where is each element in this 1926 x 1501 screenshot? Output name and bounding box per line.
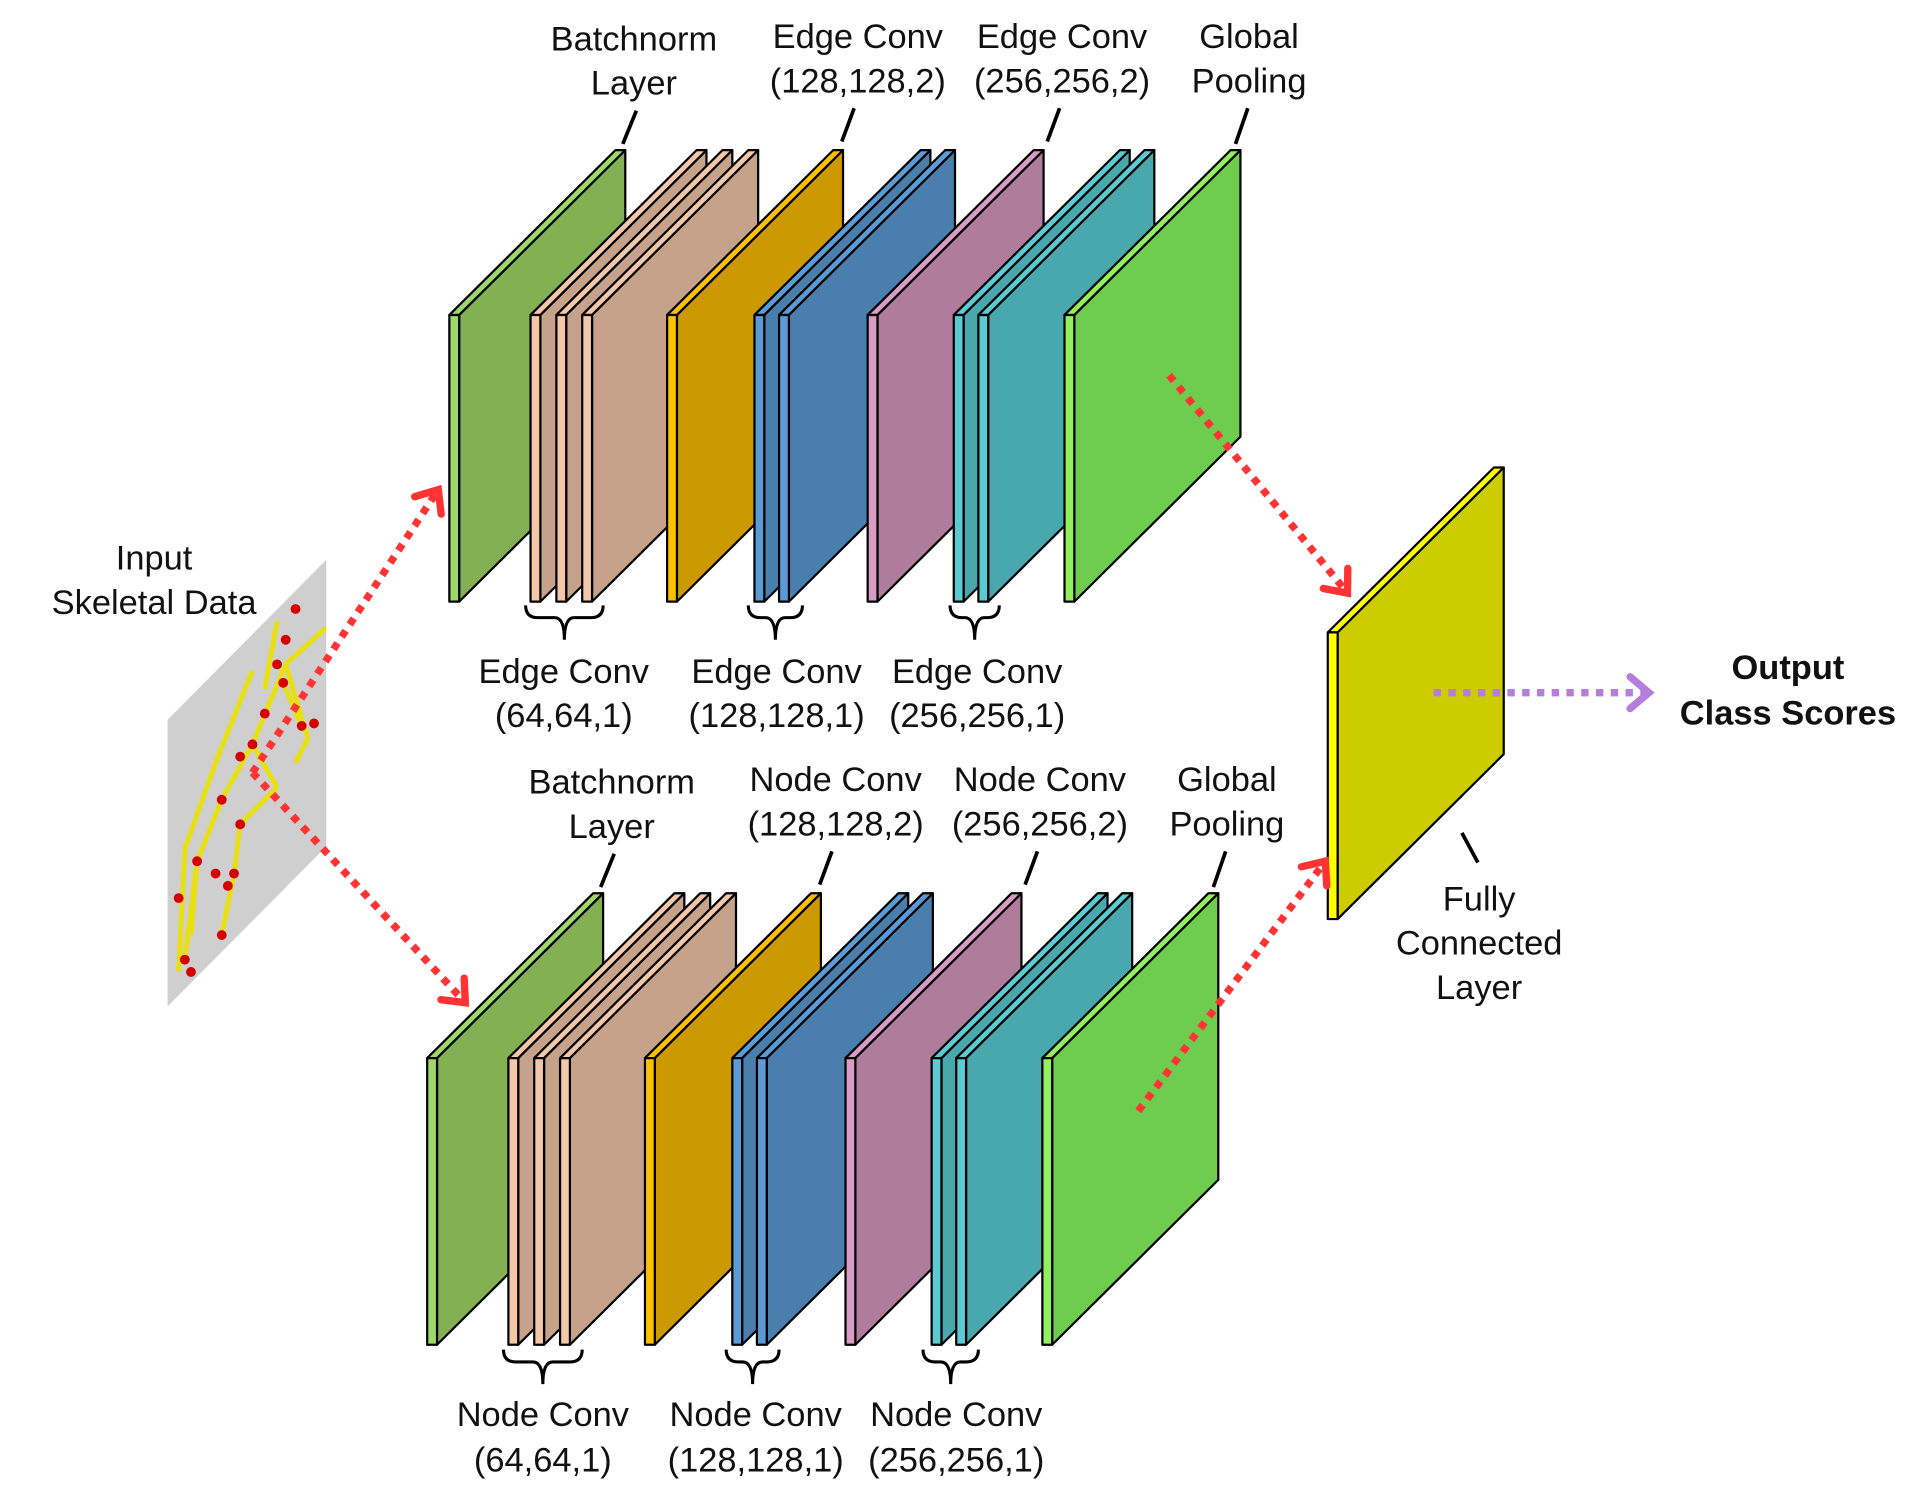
- skeleton-joint: [216, 930, 227, 940]
- node-conv64-label: Node Conv: [457, 1396, 630, 1434]
- brace: [921, 1349, 980, 1385]
- skeleton-bone: [188, 861, 200, 936]
- skeleton-bone: [250, 663, 288, 746]
- arrow-node-to-fc: [1135, 856, 1331, 1114]
- node-global-pooling-label-2: Pooling: [1169, 805, 1284, 843]
- output-label-line2: Class Scores: [1680, 695, 1896, 733]
- skeleton-joint: [216, 794, 227, 805]
- node-conv-branch: [426, 892, 1220, 1346]
- arrowhead-icon: [1297, 856, 1331, 890]
- skeleton-joint: [179, 954, 190, 965]
- node-batchnorm-label: Batchnorm: [528, 764, 695, 802]
- edge-batchnorm-label: Batchnorm: [551, 20, 718, 58]
- node-conv256-1-label: Node Conv: [870, 1396, 1043, 1434]
- node-conv256-1-params: (256,256,1): [868, 1441, 1044, 1479]
- skeleton-joint: [192, 856, 203, 867]
- skeleton-joint: [210, 868, 221, 879]
- fc-label-line3: Layer: [1436, 969, 1522, 1007]
- arrow-input-to-edge-branch: [249, 484, 445, 775]
- skeleton-bone: [194, 798, 225, 863]
- skeleton-joint: [173, 893, 184, 904]
- brace: [724, 1349, 781, 1385]
- skeleton-bone: [284, 625, 327, 667]
- skeleton-bone: [176, 848, 188, 973]
- input-skeleton-image: [167, 559, 327, 1007]
- skeleton-joint: [186, 967, 196, 977]
- node-batchnorm-label-2: Layer: [569, 808, 655, 846]
- fc-label-line2: Connected: [1396, 925, 1563, 963]
- skeleton-joint: [259, 708, 270, 719]
- output-label-line1: Output: [1732, 649, 1845, 687]
- edge-branch-bottom-labels: Edge Conv (64,64,1) Edge Conv (128,128,1…: [479, 653, 1066, 735]
- skeleton-joint: [235, 819, 246, 830]
- node-conv128-2-params: (128,128,2): [748, 805, 924, 843]
- grouping-braces: [501, 605, 1001, 1385]
- skeleton-bone: [262, 620, 280, 690]
- edge-conv128-2-params: (128,128,2): [770, 62, 946, 100]
- node-conv256-2-params: (256,256,2): [952, 805, 1128, 843]
- edge-conv-branch: [448, 148, 1242, 603]
- skeleton-bone: [231, 824, 243, 874]
- skeleton-joint: [309, 718, 319, 729]
- node-conv128-1-label: Node Conv: [670, 1396, 843, 1434]
- edge-global-pooling-label: Global: [1199, 18, 1299, 56]
- fc-layer-slab: [1326, 466, 1505, 921]
- edge-conv256-1-params: (256,256,1): [889, 697, 1065, 735]
- arrow-fc-to-output: [1433, 673, 1655, 713]
- arrowhead-icon: [1626, 673, 1655, 713]
- arrow-edge-to-fc: [1166, 372, 1352, 598]
- edge-conv128-1-params: (128,128,1): [689, 697, 865, 735]
- skeleton-joint: [280, 634, 291, 645]
- edge-conv256-2-params: (256,256,2): [974, 62, 1150, 100]
- node-conv128-1-params: (128,128,1): [668, 1441, 844, 1479]
- brace: [501, 1349, 584, 1385]
- edge-conv128-1-label: Edge Conv: [691, 653, 862, 691]
- skeleton-bone: [293, 737, 311, 764]
- node-layer-global-pooling: [1041, 892, 1220, 1346]
- node-conv256-2-label: Node Conv: [954, 761, 1127, 799]
- skeleton-bone: [182, 761, 218, 850]
- brace: [746, 605, 804, 640]
- arrowhead-icon: [1319, 564, 1352, 598]
- edge-conv256-1-label: Edge Conv: [892, 653, 1063, 691]
- skeleton-joint: [235, 751, 246, 762]
- edge-conv256-2-label: Edge Conv: [977, 18, 1148, 56]
- skeleton-joint: [229, 868, 239, 879]
- fc-label-line1: Fully: [1443, 880, 1516, 918]
- node-branch-bottom-labels: Node Conv (64,64,1) Node Conv (128,128,1…: [457, 1396, 1045, 1480]
- skeleton-bone: [213, 669, 255, 764]
- skeleton-bone: [238, 785, 279, 827]
- flow-arrows: [249, 372, 1655, 1114]
- skeleton-joint: [247, 739, 258, 750]
- arrow-input-to-node-branch: [249, 770, 470, 1007]
- brace: [524, 605, 605, 640]
- arrowhead-icon: [410, 484, 445, 518]
- skeleton-joint: [296, 720, 307, 731]
- skeleton-joint: [278, 677, 289, 688]
- node-conv128-2-label: Node Conv: [750, 761, 923, 799]
- skeleton-joint: [290, 604, 301, 614]
- skeleton-bone: [280, 681, 304, 727]
- node-global-pooling-label: Global: [1177, 761, 1277, 799]
- arrowhead-icon: [437, 974, 470, 1007]
- edge-conv64-params: (64,64,1): [495, 697, 633, 735]
- input-label-line1: Input: [116, 540, 193, 578]
- skeleton-joint: [272, 659, 283, 670]
- edge-global-pooling-label-2: Pooling: [1192, 62, 1307, 100]
- fully-connected-layer: [1326, 466, 1505, 921]
- node-branch-top-labels: Batchnorm Layer Node Conv (128,128,2) No…: [528, 761, 1284, 888]
- edge-batchnorm-label-2: Layer: [591, 65, 677, 103]
- edge-branch-top-labels: Batchnorm Layer Edge Conv (128,128,2) Ed…: [551, 18, 1307, 145]
- skeleton-joint: [222, 880, 233, 891]
- skeleton-bone: [250, 743, 280, 789]
- node-conv64-params: (64,64,1): [474, 1441, 612, 1479]
- input-label-line2: Skeletal Data: [52, 584, 258, 622]
- edge-layer-global-pooling: [1063, 148, 1242, 603]
- edge-conv128-2-label: Edge Conv: [773, 18, 944, 56]
- brace: [948, 605, 1001, 640]
- skeleton-bone: [219, 743, 255, 801]
- edge-conv64-label: Edge Conv: [479, 653, 650, 691]
